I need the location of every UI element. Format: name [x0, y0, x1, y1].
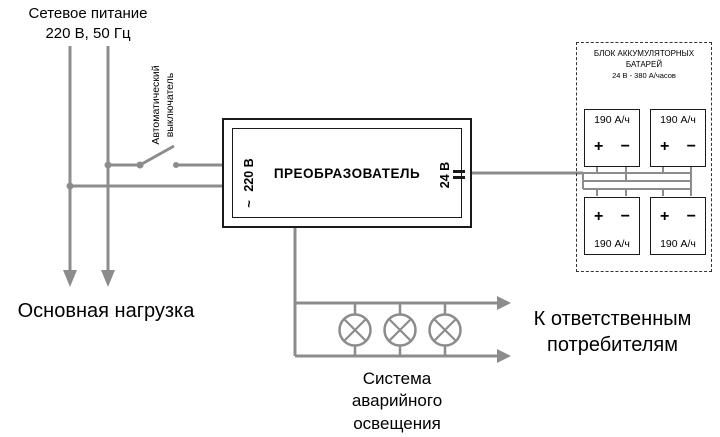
mains-bottom-wire	[66, 182, 222, 190]
consumers-label: К ответственным потребителям	[533, 308, 692, 356]
plus-terminal-icon: +	[660, 138, 670, 155]
battery-cell: + − 190 А/ч	[584, 197, 640, 255]
minus-terminal-icon: −	[620, 208, 630, 225]
minus-terminal-icon: −	[620, 138, 630, 155]
battery-terminals: + −	[585, 128, 639, 166]
battery-block: БЛОК АККУМУЛЯТОРНЫХ БАТАРЕЙ 24 В - 380 А…	[576, 42, 712, 272]
converter-title: ПРЕОБРАЗОВАТЕЛЬ	[273, 165, 421, 181]
battery-wiring	[582, 166, 692, 196]
main-load-label: Основная нагрузка	[17, 300, 195, 322]
battery-block-subtitle: 24 В - 380 А/часов	[612, 71, 676, 80]
converter-input-voltage: 220 В	[242, 158, 256, 192]
emergency-branch	[293, 228, 511, 363]
battery-capacity-label: 190 А/ч	[660, 114, 696, 126]
mains-supply-label: Сетевое питание 220 В, 50 Гц	[28, 5, 148, 42]
plus-terminal-icon: +	[660, 208, 670, 225]
battery-terminals: + −	[585, 198, 639, 236]
breaker-switch	[104, 144, 222, 169]
converter-output-voltage: 24 В	[438, 161, 452, 189]
battery-capacity-label: 190 А/ч	[660, 238, 696, 250]
plus-terminal-icon: +	[594, 138, 604, 155]
battery-cell: 190 А/ч + −	[650, 109, 706, 167]
emergency-lighting-label: Система аварийного освещения	[351, 369, 443, 433]
circuit-breaker-label: Автоматический выключатель	[149, 65, 176, 145]
battery-capacity-label: 190 А/ч	[594, 114, 630, 126]
battery-cell: 190 А/ч + −	[584, 109, 640, 167]
battery-capacity-label: 190 А/ч	[594, 238, 630, 250]
dc-symbol-icon	[453, 170, 465, 173]
battery-cell: + − 190 А/ч	[650, 197, 706, 255]
battery-block-title: БЛОК АККУМУЛЯТОРНЫХ БАТАРЕЙ	[593, 49, 695, 69]
plus-terminal-icon: +	[594, 208, 604, 225]
converter-box: ПРЕОБРАЗОВАТЕЛЬ 220 В ~ 24 В	[222, 118, 472, 228]
mains-lines	[63, 46, 115, 287]
lamp-icons	[338, 303, 462, 356]
converter-inner-frame: ПРЕОБРАЗОВАТЕЛЬ	[232, 128, 462, 218]
dc-symbol-icon	[453, 176, 465, 179]
battery-terminals: + −	[651, 198, 705, 236]
minus-terminal-icon: −	[686, 208, 696, 225]
battery-terminals: + −	[651, 128, 705, 166]
ac-symbol-icon: ~	[241, 200, 257, 208]
minus-terminal-icon: −	[686, 138, 696, 155]
